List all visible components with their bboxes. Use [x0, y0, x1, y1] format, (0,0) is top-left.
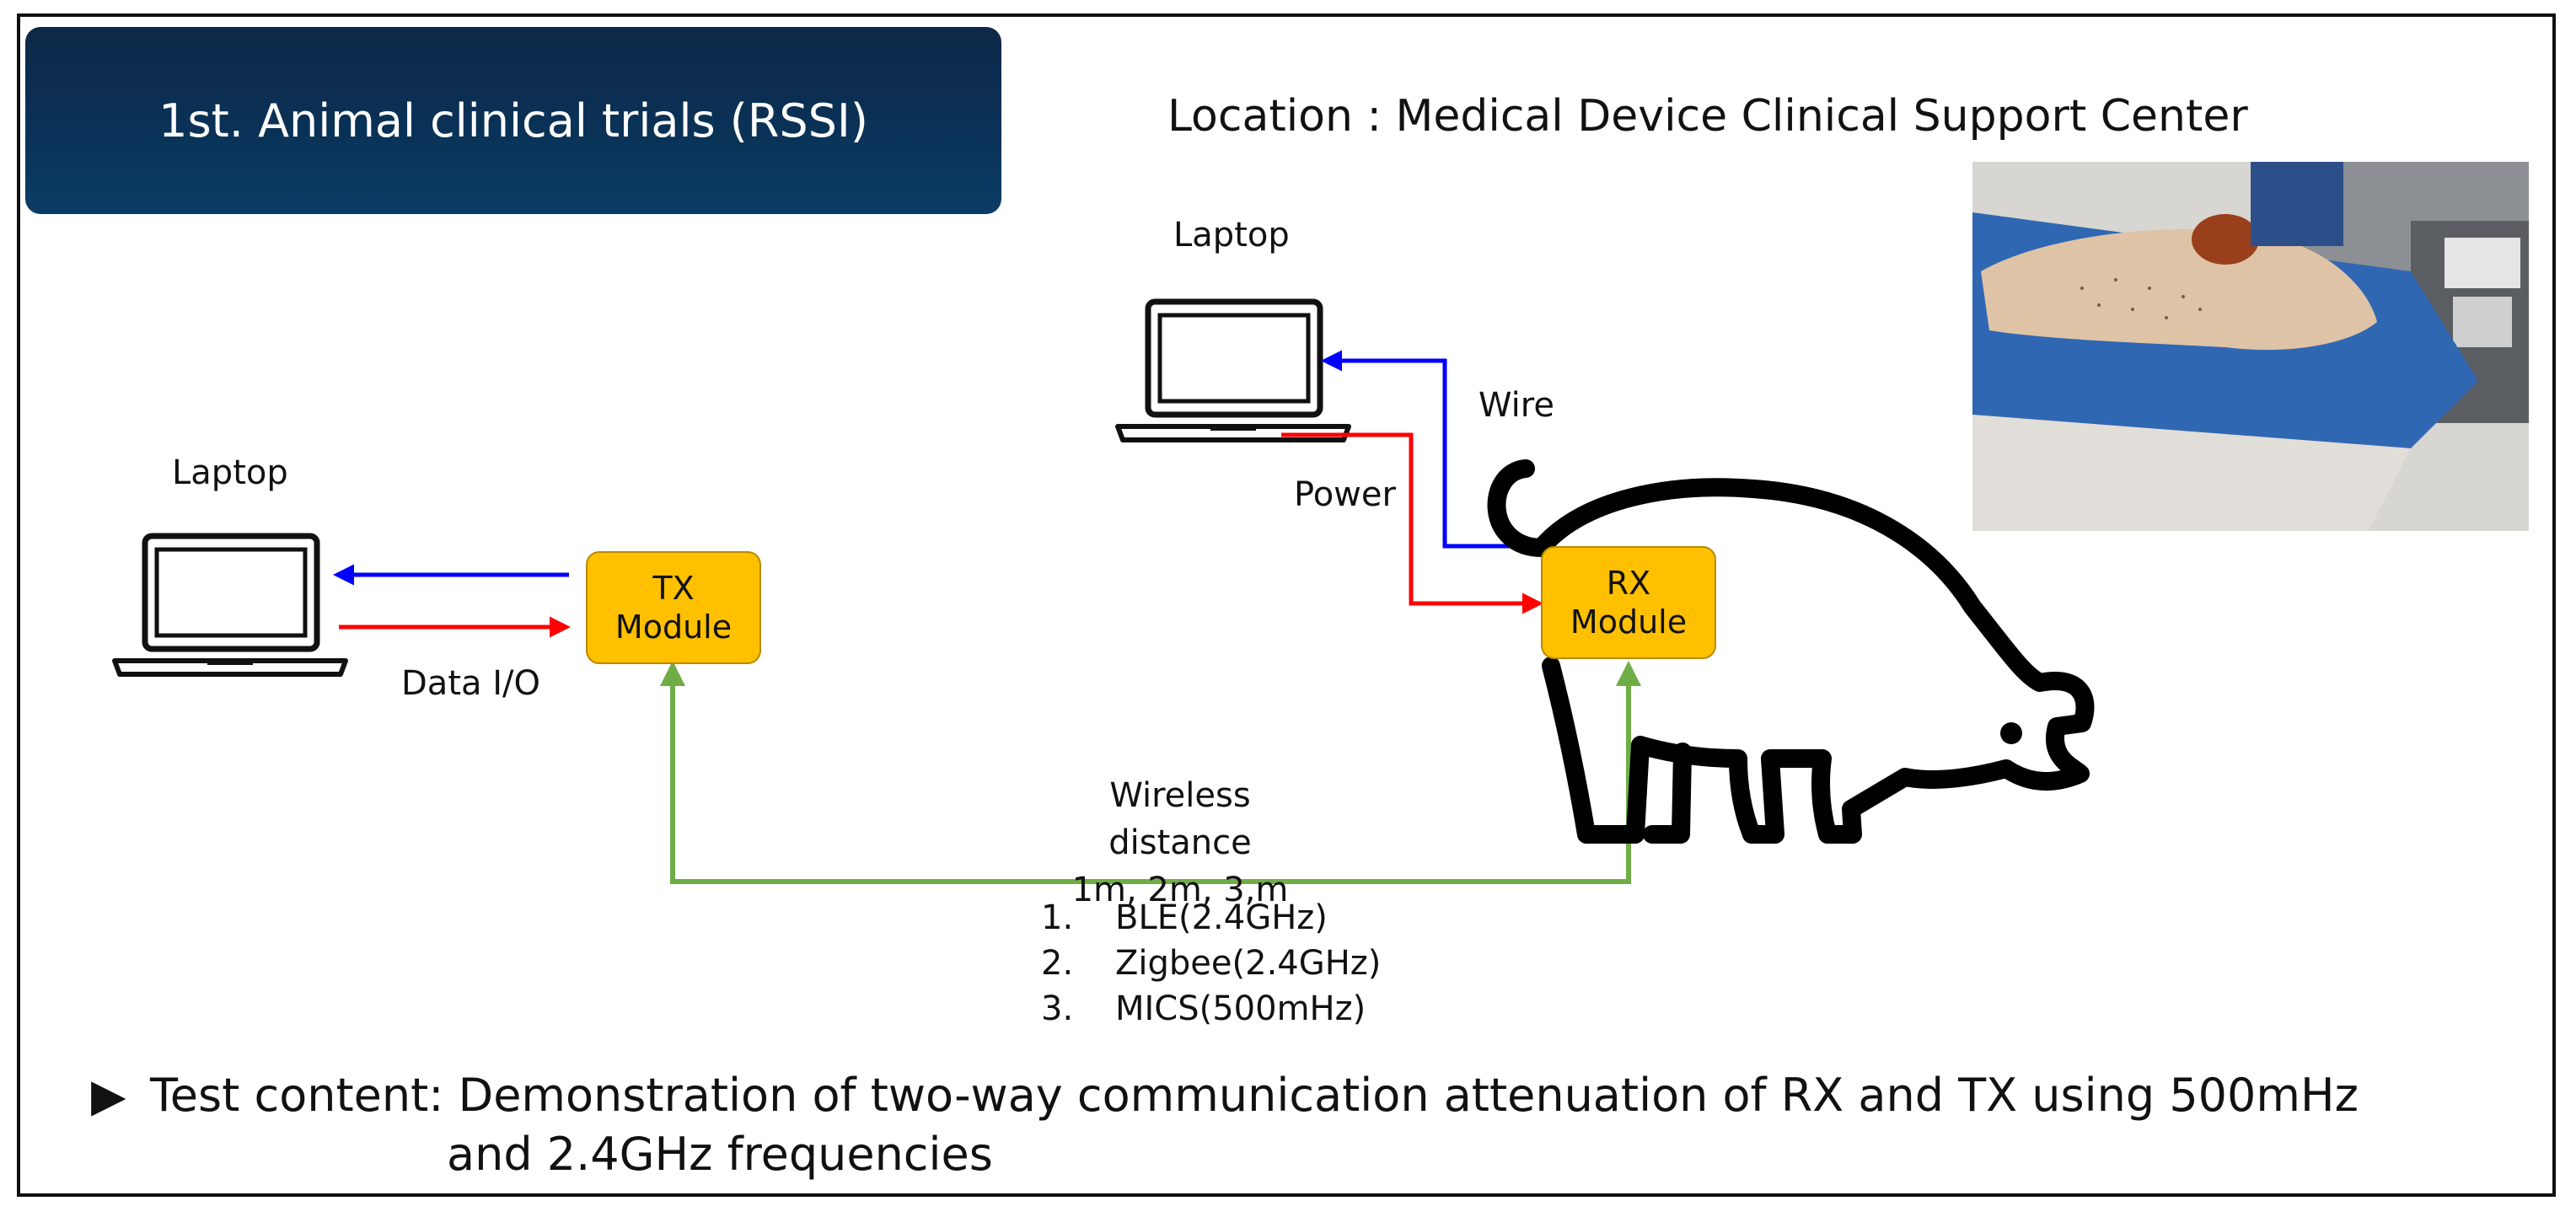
title-banner: 1st. Animal clinical trials (RSSI)	[25, 27, 1001, 214]
wireless-link-arrow	[660, 661, 1641, 884]
data-io-label: Data I/O	[401, 664, 540, 703]
location-text: Location : Medical Device Clinical Suppo…	[1167, 91, 2248, 142]
pig-eye-icon	[2000, 722, 2022, 744]
laptop-top-label: Laptop	[1173, 216, 1290, 255]
pig-icon	[1487, 459, 2095, 844]
tx-module-line2: Module	[614, 608, 733, 646]
protocol-name: MICS(500mHz)	[1115, 989, 1366, 1028]
rx-module-line2: Module	[1570, 603, 1688, 641]
protocol-num: 1.	[1041, 898, 1074, 937]
list-item: 2. Zigbee(2.4GHz)	[1041, 941, 1381, 986]
wire-arrow	[1321, 350, 1543, 549]
tx-module-line1: TX	[652, 570, 695, 607]
protocol-name: Zigbee(2.4GHz)	[1115, 944, 1382, 983]
bullet-triangle-icon: ▶	[91, 1069, 126, 1122]
slide-frame	[17, 13, 2556, 1197]
wire-label: Wire	[1479, 386, 1554, 425]
list-item: 1. BLE(2.4GHz)	[1041, 895, 1381, 941]
photo-surgical-table	[1972, 162, 2529, 531]
laptop-icon-top	[1115, 298, 1351, 442]
test-content: ▶ Test content: Demonstration of two-way …	[91, 1066, 2359, 1184]
power-arrow	[1281, 432, 1543, 614]
rx-module: RX Module	[1541, 546, 1716, 659]
power-label: Power	[1294, 475, 1396, 514]
laptop-left-label: Laptop	[172, 453, 288, 492]
laptop-icon-left	[112, 533, 348, 677]
test-content-line2: and 2.4GHz frequencies	[447, 1128, 993, 1181]
wireless-title: Wireless distance	[1108, 776, 1252, 862]
slide-title: 1st. Animal clinical trials (RSSI)	[158, 94, 868, 147]
wireless-distances: 1m, 2m, 3,m	[1071, 871, 1289, 909]
list-item: 3. MICS(500mHz)	[1041, 986, 1381, 1032]
rx-module-line1: RX	[1606, 565, 1651, 602]
wireless-distance: Wireless distance 1m, 2m, 3,m	[1037, 772, 1323, 914]
protocol-name: BLE(2.4GHz)	[1115, 898, 1328, 937]
protocol-num: 3.	[1041, 989, 1074, 1028]
tx-module: TX Module	[586, 551, 761, 664]
protocol-num: 2.	[1041, 944, 1074, 983]
test-content-line1: Test content: Demonstration of two-way c…	[150, 1069, 2359, 1122]
trial-photo	[1972, 162, 2529, 531]
protocol-list: 1. BLE(2.4GHz) 2. Zigbee(2.4GHz) 3. MICS…	[1041, 895, 1381, 1032]
